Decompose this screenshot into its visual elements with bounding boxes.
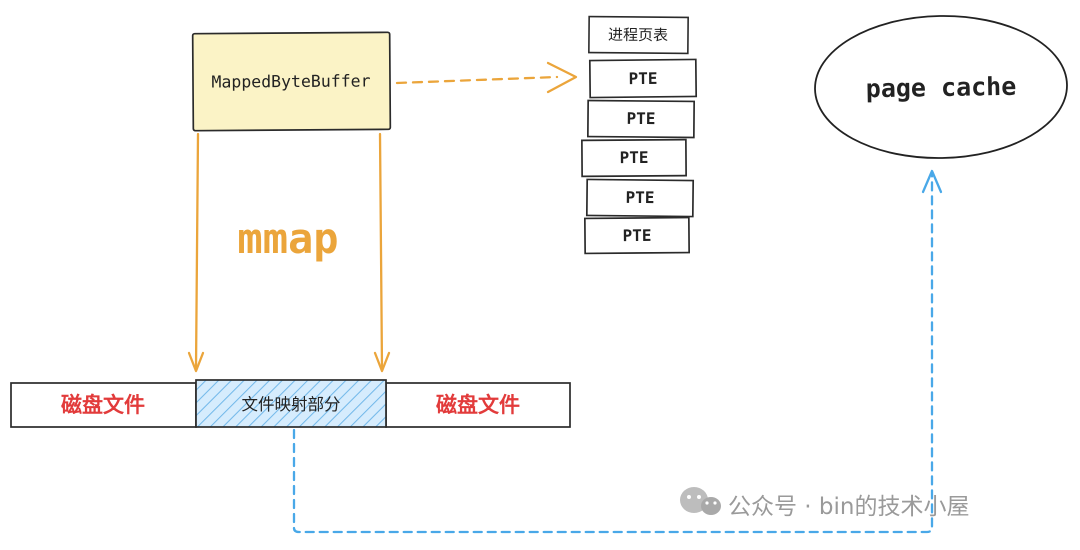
page-cache-ellipse	[814, 15, 1068, 159]
disk-file-left-box	[10, 382, 197, 428]
mmap-label: mmap	[237, 214, 338, 263]
buffer-to-page-table-arrow	[395, 61, 578, 94]
pte-box	[585, 178, 695, 218]
mmap-arrow-right-line	[378, 132, 384, 370]
disk-file-right-box	[385, 382, 571, 428]
process-page-table: 进程页表 PTE PTE PTE PTE PTE	[581, 15, 698, 255]
pte-label: PTE	[622, 226, 651, 245]
mapped-section-to-page-cache-arrow	[292, 169, 943, 534]
mapped-byte-buffer-label: MappedByteBuffer	[211, 71, 370, 91]
page-table-header-label: 进程页表	[608, 26, 668, 45]
wechat-icon	[680, 487, 721, 515]
disk-file-left-label: 磁盘文件	[61, 393, 145, 417]
pte-label: PTE	[626, 109, 655, 128]
mmap-arrow-left-line	[194, 132, 200, 370]
mapped-byte-buffer-rect	[191, 31, 392, 132]
mapped-section-to-page-cache-line	[292, 173, 934, 534]
pte-label: PTE	[628, 69, 657, 88]
mmap-arrow-right-head-icon	[373, 351, 391, 373]
mmap-arrow-left-head-icon	[187, 351, 205, 373]
page-cache-label: page cache	[866, 72, 1017, 104]
pte-box	[581, 138, 687, 178]
mmap-mapping-arrows	[187, 132, 391, 373]
disk-file-right-label: 磁盘文件	[436, 393, 520, 417]
pte-label: PTE	[625, 188, 654, 207]
pte-box	[583, 216, 691, 255]
watermark: 公众号 · bin的技术小屋	[680, 487, 970, 520]
pte-box	[588, 58, 698, 99]
mapped-byte-buffer-box: MappedByteBuffer	[191, 31, 392, 132]
pte-label: PTE	[619, 148, 648, 167]
buffer-to-page-table-arrow-line	[395, 75, 559, 85]
page-table-header-box	[588, 15, 689, 55]
page-cache-arrowhead-icon	[921, 169, 943, 194]
mapped-section-label: 文件映射部分	[242, 395, 341, 414]
pte-box	[586, 99, 696, 139]
buffer-to-page-table-arrowhead-icon	[546, 61, 578, 94]
watermark-text: 公众号 · bin的技术小屋	[728, 494, 970, 520]
mapped-section-box	[195, 379, 387, 428]
page-cache-node: page cache	[814, 15, 1068, 159]
disk-file-bar: 磁盘文件 文件映射部分 磁盘文件	[10, 379, 571, 428]
